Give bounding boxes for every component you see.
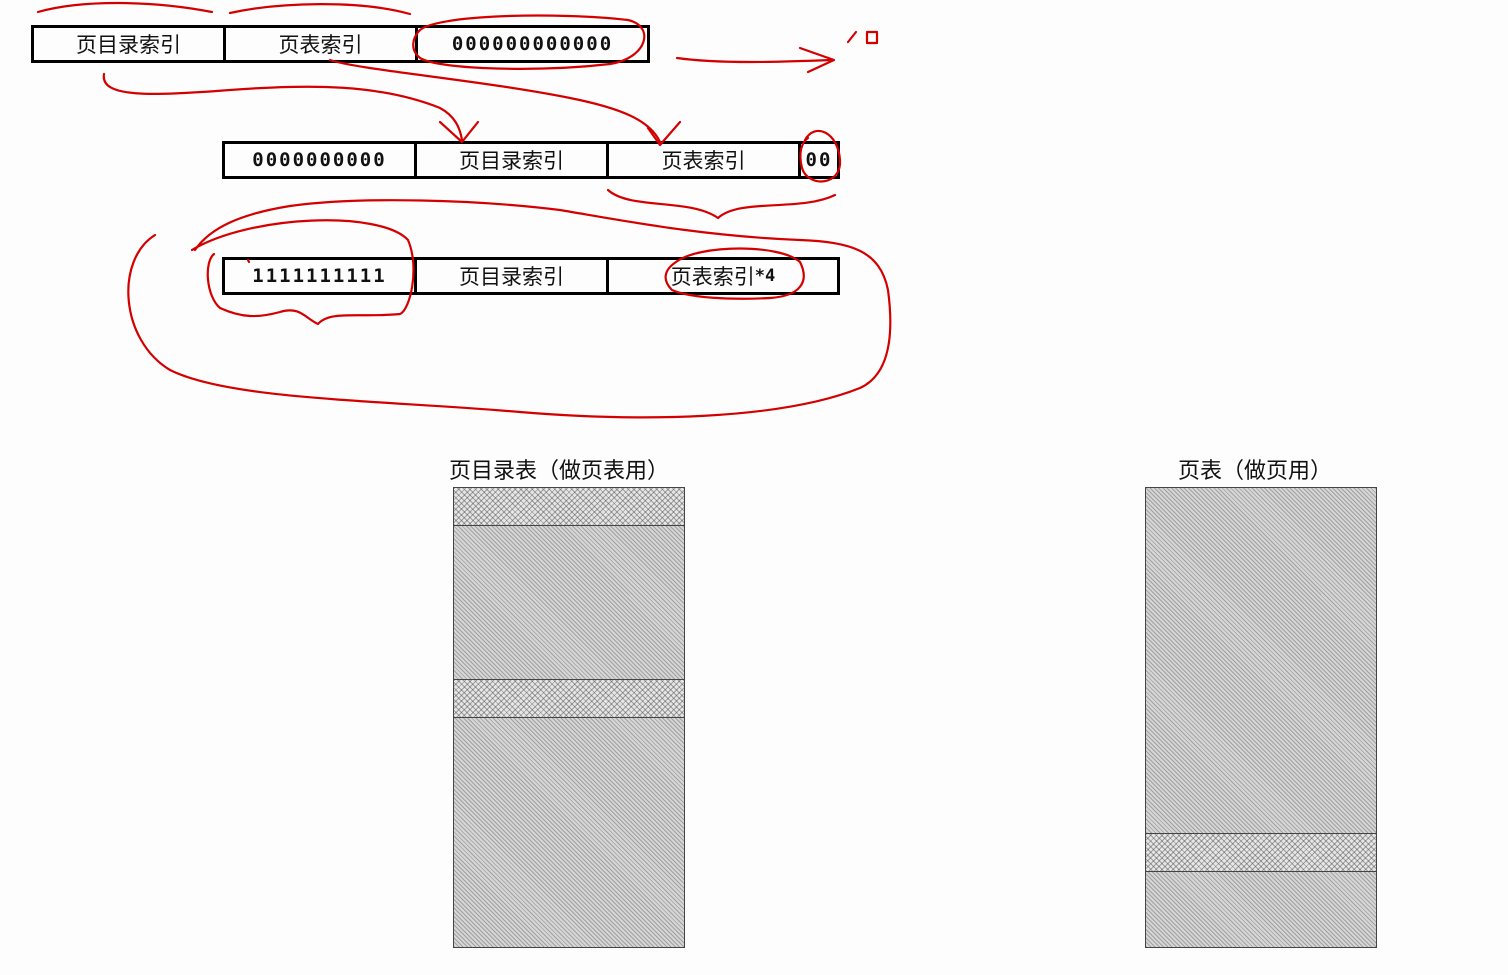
page-table-table [1145, 487, 1377, 948]
self-map-loop [127, 199, 892, 419]
shift-arrow-head [798, 46, 836, 74]
directory-index-arrow [102, 72, 464, 142]
low-zero-bits-field: 00 [798, 141, 840, 179]
table-index-arrow [328, 58, 662, 144]
address-row-3: 1111111111 页目录索引 页表索引*4 [222, 257, 840, 295]
page-table-index-times-4-field: 页表索引*4 [606, 257, 840, 295]
offset-field: 000000000000 [415, 25, 650, 63]
page-directory-index-field: 页目录索引 [414, 257, 609, 295]
brace-scribble [228, 3, 412, 16]
shift-arrow [675, 56, 834, 64]
page-table-entry-highlight [1146, 833, 1376, 872]
page-table-index-field: 页表索引 [606, 141, 801, 179]
scribble-mark [846, 30, 858, 44]
page-directory-table [453, 487, 685, 948]
zero-high-bits-field: 0000000000 [222, 141, 417, 179]
page-directory-title: 页目录表（做页表用） [449, 459, 670, 484]
page-directory-entry-highlight [454, 487, 684, 526]
address-row-1: 页目录索引 页表索引 000000000000 [31, 25, 650, 63]
page-directory-index-field: 页目录索引 [414, 141, 609, 179]
page-directory-entry-highlight [454, 679, 684, 718]
page-directory-index-field: 页目录索引 [31, 25, 226, 63]
multiplier-label: *4 [754, 266, 776, 286]
page-table-index-field: 页表索引 [223, 25, 418, 63]
scribble-box [865, 30, 879, 45]
brace-scribble [36, 1, 214, 14]
page-table-index-label: 页表索引 [670, 265, 755, 289]
directory-index-arrow-head [438, 120, 480, 144]
page-table-title: 页表（做页用） [1178, 459, 1333, 484]
address-row-2: 0000000000 页目录索引 页表索引 00 [222, 141, 840, 179]
self-map-index-field: 1111111111 [222, 257, 417, 295]
brace-under [606, 188, 837, 220]
